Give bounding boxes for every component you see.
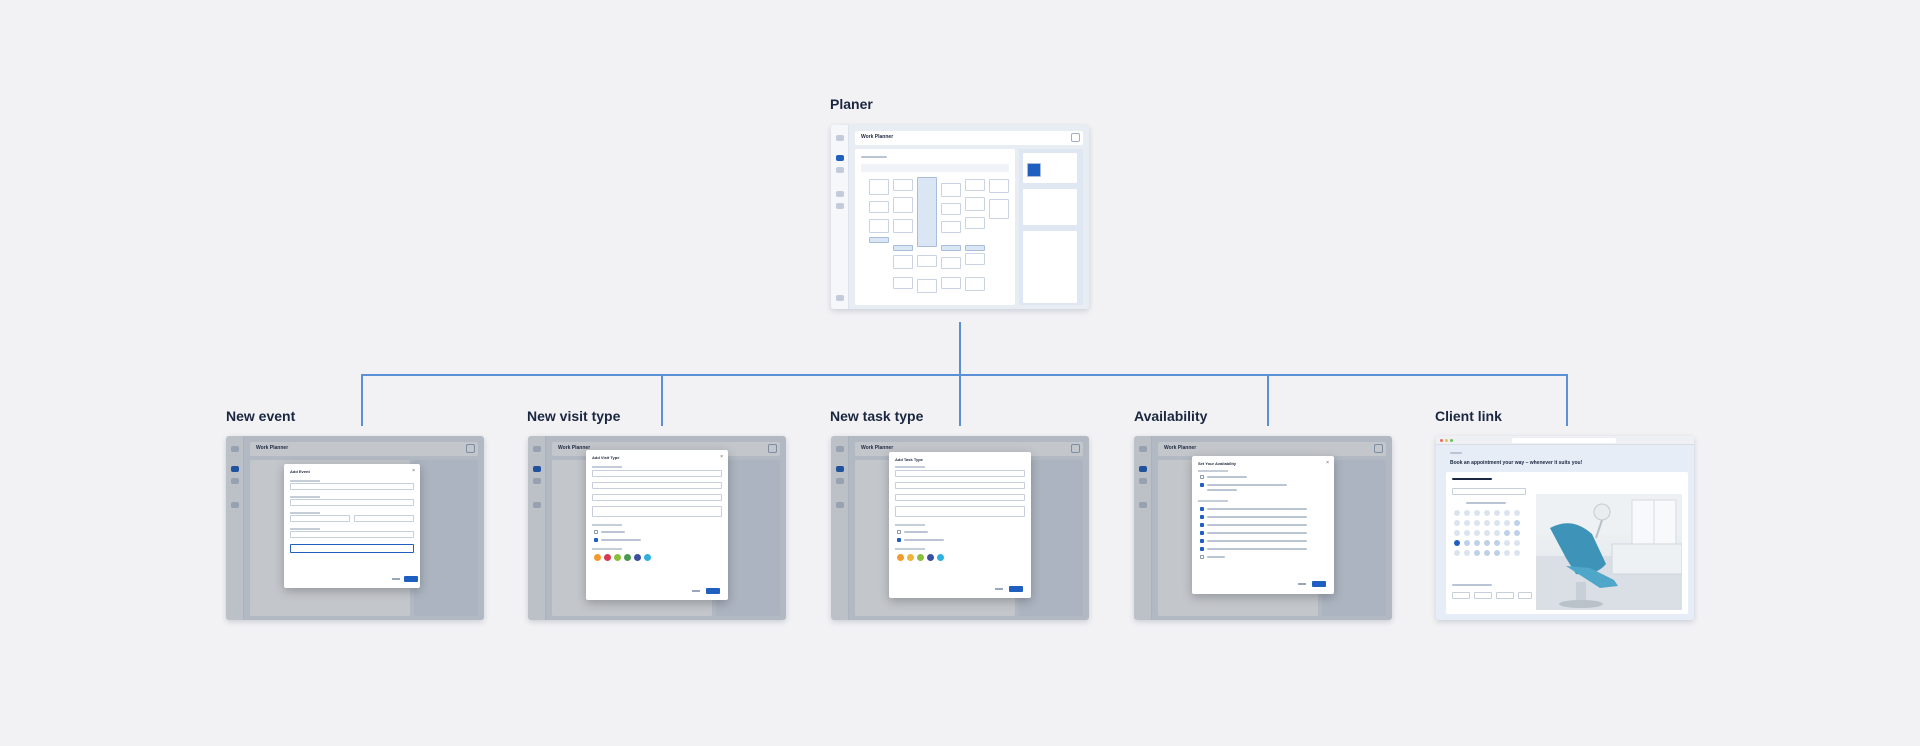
dental-office-photo <box>1536 494 1682 610</box>
close-icon[interactable]: × <box>1326 460 1329 466</box>
close-icon[interactable]: × <box>412 468 415 474</box>
child-title-client-link: Client link <box>1435 408 1502 424</box>
close-icon[interactable]: × <box>720 454 723 460</box>
modal-title: Set Your Availability <box>1198 461 1237 466</box>
new-visit-type-modal: Add Visit Type × <box>586 450 728 600</box>
save-button[interactable] <box>404 576 418 582</box>
save-button[interactable] <box>706 588 720 594</box>
availability-modal: Set Your Availability × <box>1192 456 1334 594</box>
planer-thumbnail[interactable]: Work Planner <box>831 125 1089 309</box>
planner-calendar <box>855 149 1015 305</box>
connector-root-vertical <box>959 322 961 375</box>
browser-bar <box>1436 436 1694 445</box>
save-button[interactable] <box>1312 581 1326 587</box>
child-title-new-task-type: New task type <box>830 408 924 424</box>
connector-drop-3 <box>959 374 961 426</box>
client-link-thumbnail[interactable]: Book an appointment your way – whenever … <box>1436 436 1694 620</box>
connector-horizontal <box>361 374 1568 376</box>
child-title-new-event: New event <box>226 408 296 424</box>
new-event-modal: Add Event × <box>284 464 420 588</box>
planner-side-panel <box>1019 149 1083 305</box>
connector-drop-2 <box>661 374 663 426</box>
save-button[interactable] <box>1009 586 1023 592</box>
app-title: Work Planner <box>861 134 894 140</box>
modal-title: Add Visit Type <box>592 455 620 460</box>
connector-drop-5 <box>1566 374 1568 426</box>
connector-drop-4 <box>1267 374 1269 426</box>
url-bar[interactable] <box>1512 438 1616 443</box>
new-task-type-modal: Add Task Type <box>889 452 1031 598</box>
modal-title: Add Task Type <box>895 457 923 462</box>
booking-card <box>1446 472 1688 614</box>
planner-rail <box>831 125 849 309</box>
client-heading: Book an appointment your way – whenever … <box>1450 460 1583 466</box>
connector-drop-1 <box>361 374 363 426</box>
planner-header: Work Planner <box>855 131 1083 145</box>
dental-chair-illustration <box>1536 494 1682 610</box>
root-title: Planer <box>830 96 873 112</box>
child-title-new-visit-type: New visit type <box>527 408 621 424</box>
child-title-availability: Availability <box>1134 408 1208 424</box>
modal-title: Add Event <box>290 469 310 474</box>
